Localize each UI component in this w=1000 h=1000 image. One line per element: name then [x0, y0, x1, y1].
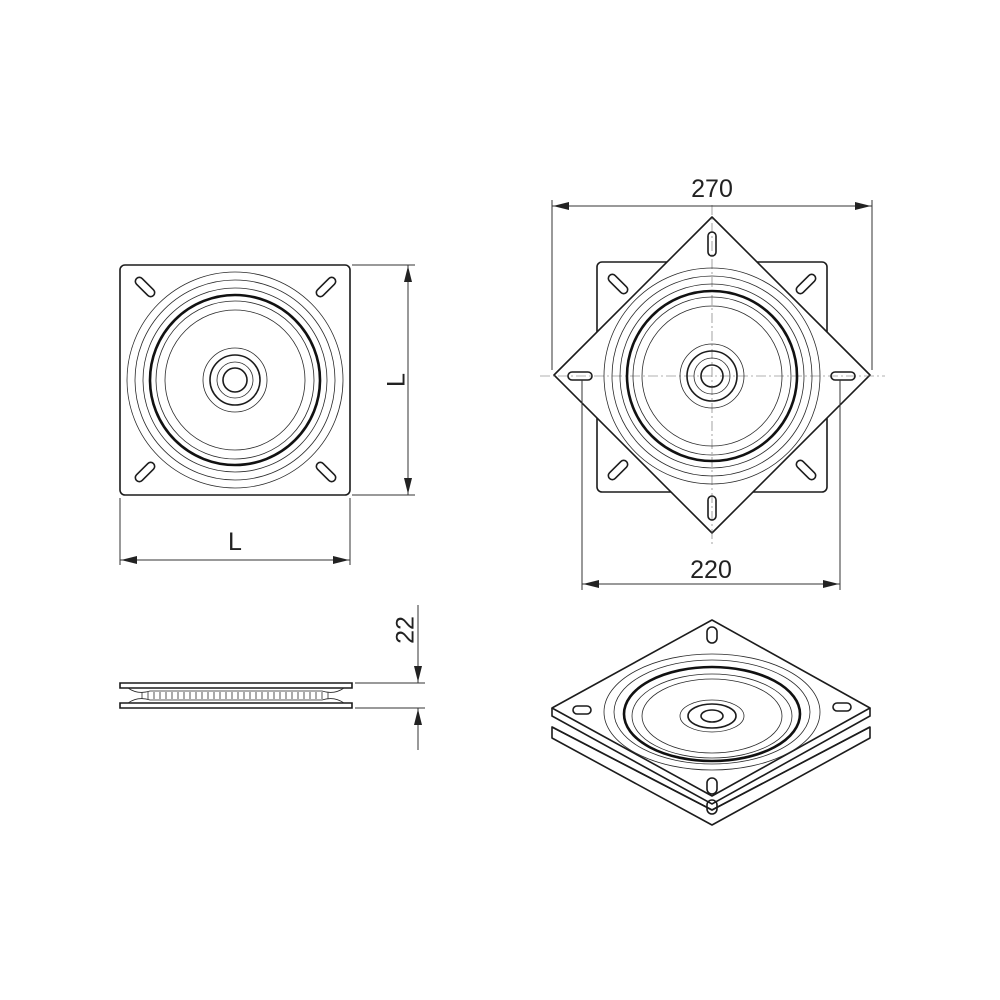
rotated-view-outer-dimension: 270 [551, 175, 873, 370]
rotated-view-rings [603, 267, 821, 485]
rotated-view: 270 220 [540, 175, 885, 590]
rotated-view-base-dimension: 220 [581, 380, 841, 590]
base-dimension-label: 220 [690, 556, 732, 584]
width-dimension-label: L [228, 528, 242, 556]
outer-dimension-label: 270 [691, 175, 733, 203]
side-height-dimension-label: 22 [392, 616, 420, 644]
side-view-bearing-balls [141, 692, 329, 699]
side-view-height-dimension: 22 [355, 605, 425, 750]
isometric-view-rings [603, 653, 821, 771]
top-view-height-dimension: L [352, 264, 415, 496]
side-view: 22 [119, 605, 425, 750]
top-view-rings [126, 271, 344, 489]
top-view: L L [119, 264, 415, 565]
top-view-slots [132, 274, 339, 485]
top-view-plate-outline [119, 264, 351, 496]
isometric-view [551, 619, 871, 826]
top-view-width-dimension: L [119, 498, 351, 565]
height-dimension-label: L [383, 373, 411, 387]
